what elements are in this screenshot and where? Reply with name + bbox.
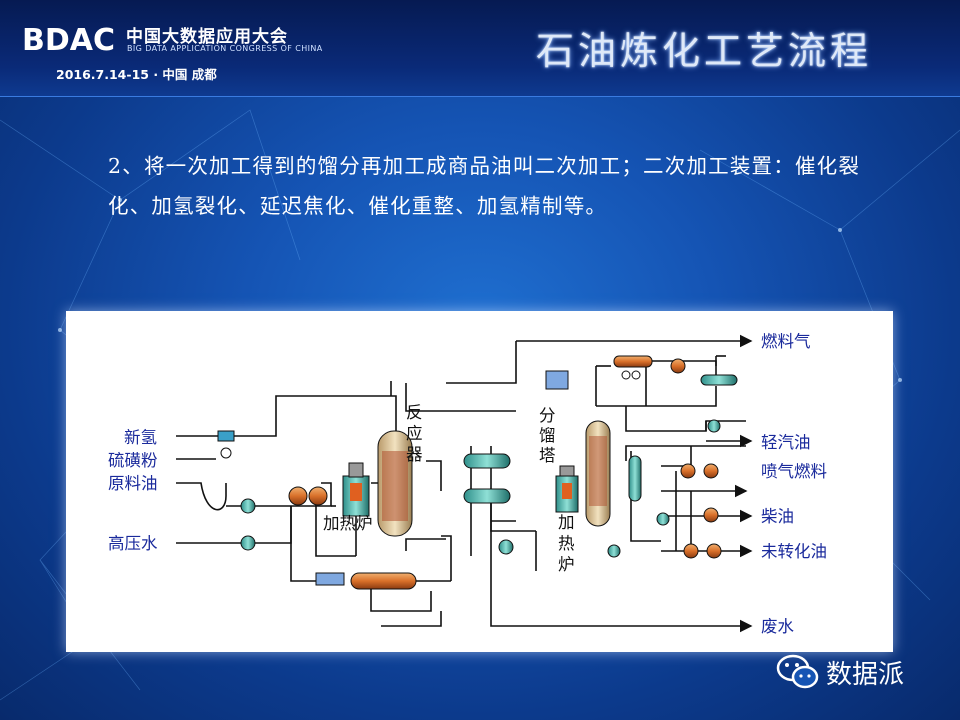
label-reactor-2: 应	[406, 424, 423, 443]
watermark: 数据派	[776, 652, 904, 692]
wechat-icon	[776, 654, 819, 689]
reactor-vessel	[377, 430, 413, 537]
label-heater-2a: 加	[558, 513, 575, 532]
pump-2	[240, 535, 256, 551]
label-fractionator-2: 馏	[539, 426, 556, 445]
label-jet-fuel: 喷气燃料	[761, 462, 827, 481]
watermark-text: 数据派	[826, 659, 905, 690]
separator-drums	[463, 453, 511, 504]
bdac-logo: BDAC	[22, 23, 115, 56]
label-sulfur-powder: 硫磺粉	[108, 451, 158, 470]
label-fractionator-3: 塔	[539, 446, 556, 465]
label-feed-oil: 原料油	[108, 474, 158, 493]
pump-3	[498, 539, 514, 555]
reactor-heater	[342, 462, 370, 517]
process-flow-diagram: 新氢 硫磺粉 原料油 高压水 反 应 器 加热炉 分 馏 塔 加 热 炉 燃料气…	[108, 332, 827, 636]
conference-date: 2016.7.14-15 · 中国 成都	[56, 67, 217, 82]
page-title: 石油炼化工艺流程	[536, 29, 873, 73]
fractionator-tower	[585, 420, 611, 527]
body-text: 2、将一次加工得到的馏分再加工成商品油叫二次加工；二次加工装置：催化裂化、加氢裂…	[108, 154, 861, 218]
label-reactor-1: 反	[406, 403, 423, 422]
label-fuel-gas: 燃料气	[761, 332, 811, 351]
label-high-pressure-water: 高压水	[108, 534, 158, 553]
side-stripper	[628, 455, 642, 502]
header-bar: BDAC 中国大数据应用大会 BIG DATA APPLICATION CONG…	[0, 0, 960, 97]
conference-title: 中国大数据应用大会	[126, 27, 288, 47]
label-waste-water: 废水	[761, 617, 795, 636]
label-heater-2c: 炉	[558, 555, 575, 574]
label-fractionator-1: 分	[539, 406, 556, 425]
pump-1	[240, 498, 256, 514]
overhead-exchanger	[613, 355, 738, 386]
label-heater-2b: 热	[558, 534, 575, 553]
pumps-right	[607, 419, 721, 558]
label-diesel: 柴油	[761, 507, 794, 526]
label-light-gasoline: 轻汽油	[761, 433, 811, 452]
new-hydrogen-compressor	[217, 430, 235, 459]
label-unconverted-oil: 未转化油	[761, 542, 827, 561]
label-heater-1: 加热炉	[323, 514, 373, 533]
heat-exchangers-left	[288, 486, 328, 506]
output-exchangers	[670, 358, 722, 559]
logo-text: BDAC	[22, 23, 115, 56]
conference-subtitle: BIG DATA APPLICATION CONGRESS OF CHINA	[127, 44, 323, 53]
pipelines	[176, 334, 753, 633]
label-reactor-3: 器	[406, 445, 423, 464]
fractionator-heater	[555, 465, 579, 513]
label-new-hydrogen: 新氢	[124, 428, 157, 447]
process-diagram-panel: 新氢 硫磺粉 原料油 高压水 反 应 器 加热炉 分 馏 塔 加 热 炉 燃料气…	[66, 311, 893, 652]
overhead-drum	[545, 370, 569, 390]
bottom-exchanger	[315, 572, 417, 590]
